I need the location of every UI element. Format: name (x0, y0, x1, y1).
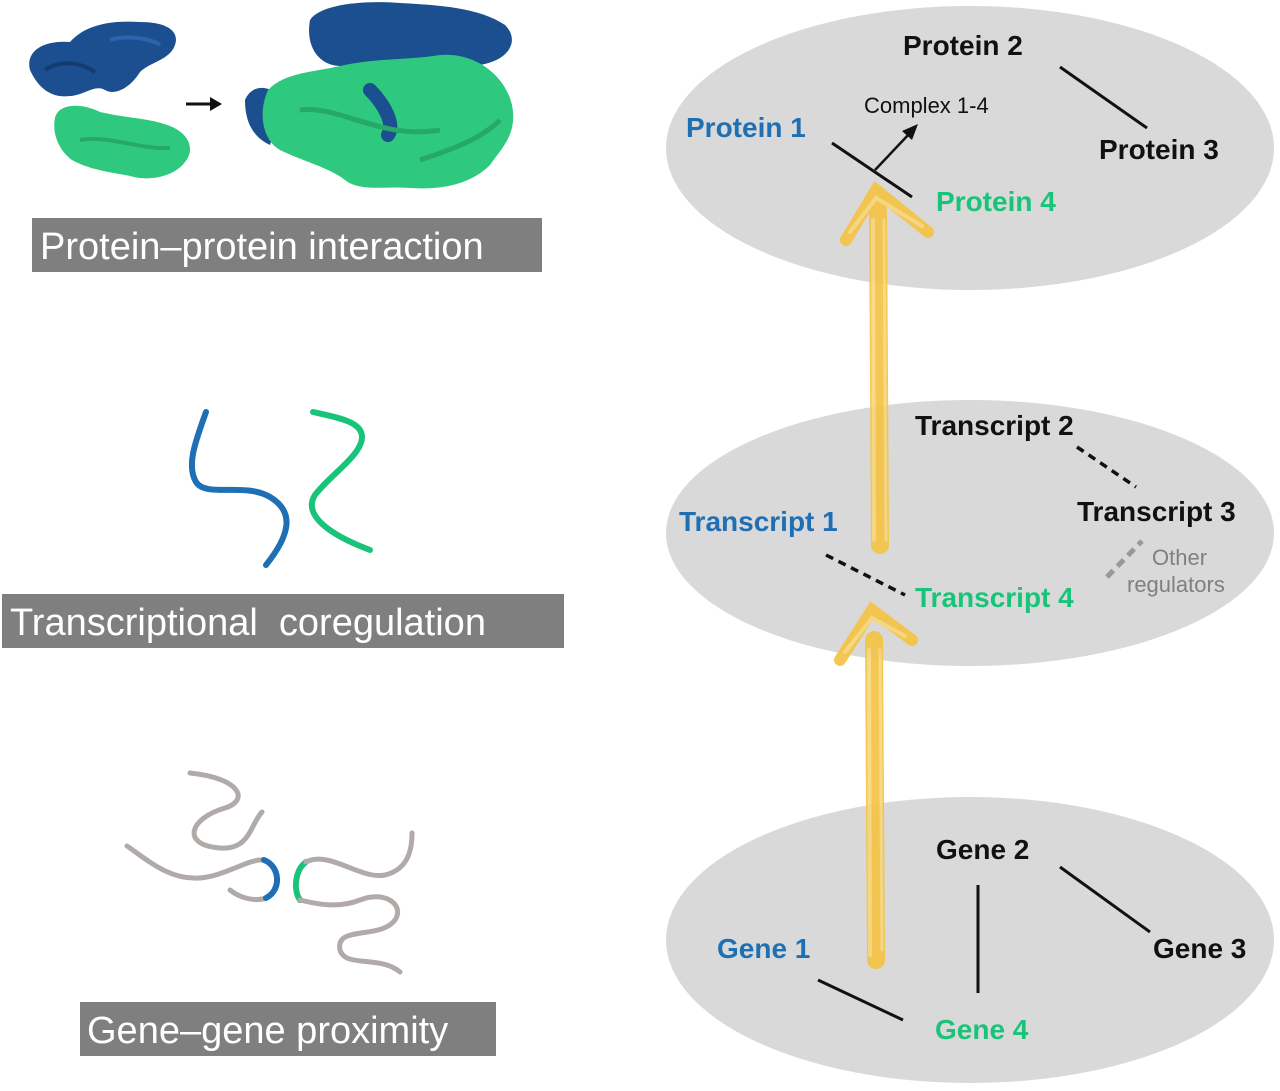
other-regulators-label-line1: Other (1152, 545, 1207, 570)
edge-gene1-gene4 (817, 978, 904, 1022)
gene4-label: Gene 4 (935, 1014, 1029, 1045)
caption-ppi-bg (32, 218, 542, 272)
complex-label: Complex 1-4 (864, 93, 989, 118)
complex-arrow-head (902, 124, 918, 140)
caption-ppi: Protein–protein interaction (40, 226, 484, 268)
protein1-label: Protein 1 (686, 112, 806, 143)
upward-arrow-icon (834, 180, 934, 969)
protein3-label: Protein 3 (1099, 134, 1219, 165)
caption-proximity-bg (80, 1002, 496, 1056)
gene1-label: Gene 1 (717, 933, 810, 964)
protein4-label: Protein 4 (936, 186, 1056, 217)
transcript-strands-icon (188, 409, 373, 568)
chromatin-loop-icon (124, 770, 415, 975)
protein-complex-icon (29, 2, 514, 189)
edge-transcript2-transcript3 (1076, 445, 1137, 489)
edge-transcript1-transcript4 (825, 553, 906, 597)
caption-coreg: Transcriptional coregulation (10, 602, 486, 644)
gene2-label: Gene 2 (936, 834, 1029, 865)
edge-protein2-protein3 (1059, 65, 1148, 130)
edge-protein1-protein4 (831, 141, 913, 199)
transcript-layer-ellipse (666, 400, 1274, 666)
gene3-label: Gene 3 (1153, 933, 1246, 964)
transcript3-label: Transcript 3 (1077, 496, 1236, 527)
protein2-label: Protein 2 (903, 30, 1023, 61)
transcript2-label: Transcript 2 (915, 410, 1074, 441)
transcript4-label: Transcript 4 (915, 582, 1074, 613)
other-regulators-label-line2: regulators (1127, 572, 1225, 597)
edge-gene2-gene3 (1059, 865, 1151, 934)
protein-layer-ellipse (666, 6, 1274, 290)
caption-proximity: Gene–gene proximity (87, 1010, 448, 1052)
gene-layer-ellipse (666, 797, 1274, 1083)
complex-arrow-line (874, 132, 911, 171)
edge-other-regulators (1105, 539, 1144, 579)
caption-coreg-bg (2, 594, 564, 648)
transcript1-label: Transcript 1 (679, 506, 838, 537)
